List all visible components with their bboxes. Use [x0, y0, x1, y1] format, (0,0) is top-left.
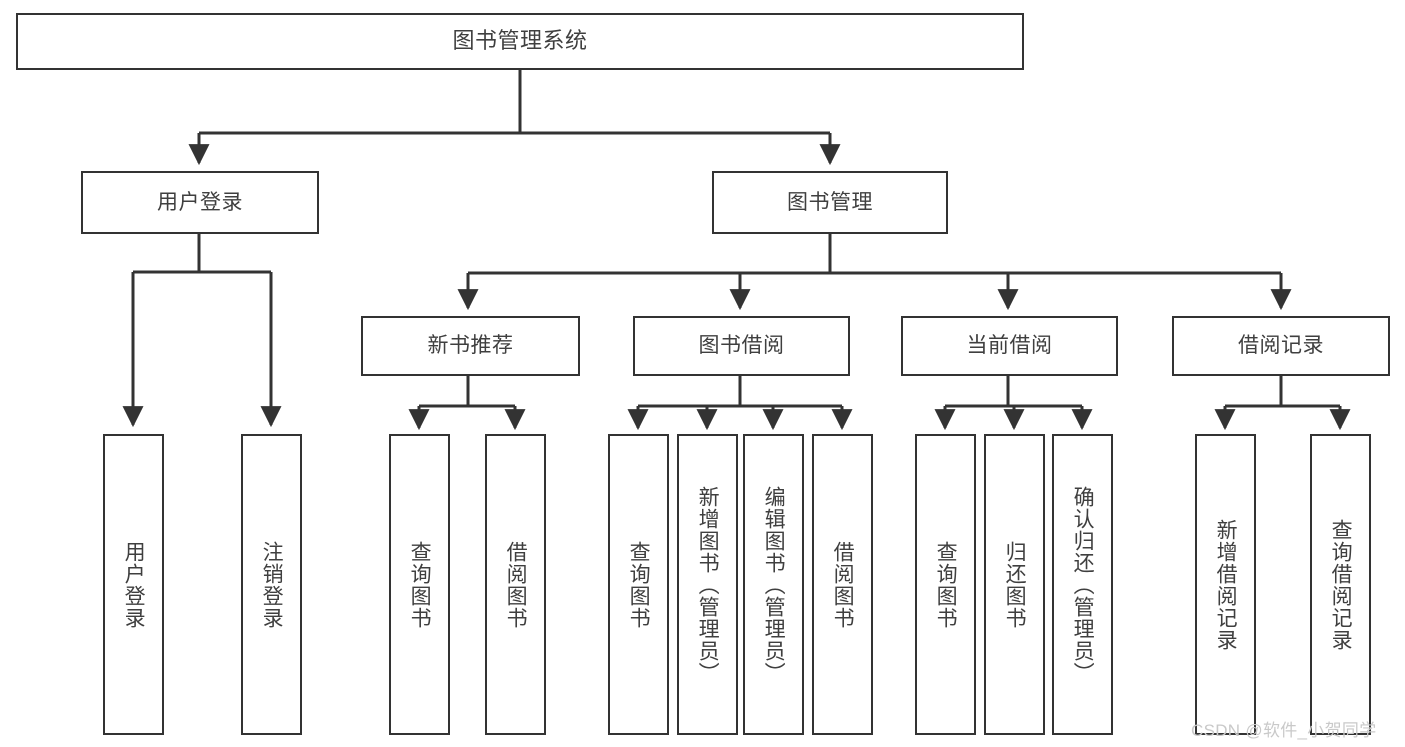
leaf-borrow-record-add-label: 新增借阅记录 — [1214, 518, 1238, 651]
csdn-watermark: CSDN @软件_小贺同学 — [1191, 721, 1377, 740]
leaf-current-borrow-confirm[interactable]: 确认归还（管理员） — [1052, 434, 1113, 735]
node-new-book-recommend-label: 新书推荐 — [427, 334, 514, 358]
leaf-user-login-signin[interactable]: 用户登录 — [103, 434, 164, 735]
node-book-borrow[interactable]: 图书借阅 — [633, 316, 850, 376]
leaf-book-borrow-borrow[interactable]: 借阅图书 — [812, 434, 873, 735]
node-user-login[interactable]: 用户登录 — [81, 171, 319, 234]
leaf-current-borrow-query[interactable]: 查询图书 — [915, 434, 976, 735]
leaf-new-book-query[interactable]: 查询图书 — [389, 434, 450, 735]
leaf-user-login-signout-label: 注销登录 — [260, 540, 284, 629]
node-book-management-label: 图书管理 — [787, 190, 873, 214]
leaf-book-borrow-edit-label: 编辑图书（管理员） — [762, 485, 786, 684]
leaf-borrow-record-add[interactable]: 新增借阅记录 — [1195, 434, 1256, 735]
leaf-new-book-borrow[interactable]: 借阅图书 — [485, 434, 546, 735]
leaf-new-book-query-label: 查询图书 — [408, 540, 432, 629]
leaf-user-login-signout[interactable]: 注销登录 — [241, 434, 302, 735]
leaf-current-borrow-return-label: 归还图书 — [1003, 540, 1027, 629]
leaf-book-borrow-add-label: 新增图书（管理员） — [696, 485, 720, 684]
leaf-book-borrow-borrow-label: 借阅图书 — [831, 540, 855, 629]
node-borrow-record[interactable]: 借阅记录 — [1172, 316, 1390, 376]
leaf-book-borrow-add[interactable]: 新增图书（管理员） — [677, 434, 738, 735]
leaf-new-book-borrow-label: 借阅图书 — [504, 540, 528, 629]
node-current-borrow[interactable]: 当前借阅 — [901, 316, 1118, 376]
leaf-current-borrow-return[interactable]: 归还图书 — [984, 434, 1045, 735]
leaf-current-borrow-query-label: 查询图书 — [934, 540, 958, 629]
leaf-current-borrow-confirm-label: 确认归还（管理员） — [1071, 485, 1095, 684]
node-book-management[interactable]: 图书管理 — [712, 171, 948, 234]
node-book-borrow-label: 图书借阅 — [698, 334, 785, 358]
leaf-user-login-signin-label: 用户登录 — [122, 540, 146, 629]
leaf-borrow-record-query-label: 查询借阅记录 — [1329, 518, 1353, 651]
node-root-label: 图书管理系统 — [452, 28, 588, 54]
node-new-book-recommend[interactable]: 新书推荐 — [361, 316, 580, 376]
leaf-book-borrow-query[interactable]: 查询图书 — [608, 434, 669, 735]
node-user-login-label: 用户登录 — [157, 190, 243, 214]
node-borrow-record-label: 借阅记录 — [1238, 334, 1324, 358]
leaf-book-borrow-query-label: 查询图书 — [627, 540, 651, 629]
node-root[interactable]: 图书管理系统 — [16, 13, 1024, 70]
leaf-borrow-record-query[interactable]: 查询借阅记录 — [1310, 434, 1371, 735]
node-current-borrow-label: 当前借阅 — [966, 334, 1053, 358]
leaf-book-borrow-edit[interactable]: 编辑图书（管理员） — [743, 434, 804, 735]
